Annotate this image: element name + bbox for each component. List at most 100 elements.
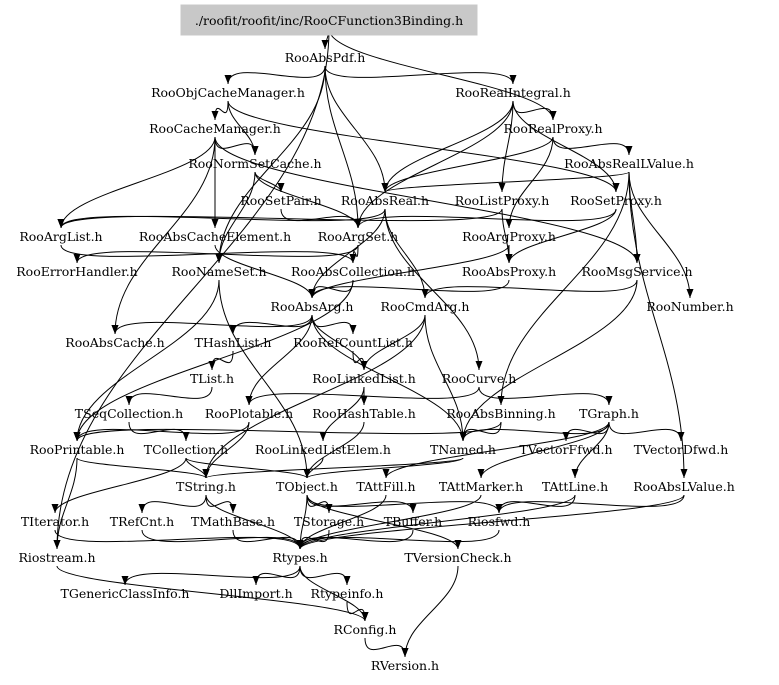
edge-roo-printable-to-riostream (56, 457, 78, 550)
edge-rconfig-to-rversion (364, 637, 406, 658)
edge-tcollection-to-titerator-arrowhead (51, 504, 59, 513)
node-roo-name-set[interactable]: RooNameSet.h (171, 264, 266, 279)
node-roo-error-handler[interactable]: RooErrorHandler.h (16, 264, 137, 279)
node-tseq-collection[interactable]: TSeqCollection.h (75, 406, 183, 421)
node-roo-msg-service[interactable]: RooMsgService.h (581, 264, 692, 279)
node-rtypes[interactable]: Rtypes.h (272, 550, 327, 565)
edge-roo-ref-count-list-to-roo-linked-list-arrowhead (360, 361, 368, 370)
root-node-label[interactable]: ./roofit/roofit/inc/RooCFunction3Binding… (195, 13, 463, 28)
node-rversion[interactable]: RVersion.h (371, 658, 439, 673)
edge-roo-cache-manager-to-roo-abs-cache-element-arrowhead (211, 219, 219, 228)
node-roo-curve[interactable]: RooCurve.h (442, 371, 517, 386)
edges (51, 28, 694, 658)
edge-roo-real-proxy-to-roo-arg-proxy-arrowhead (505, 219, 513, 228)
edge-root-to-roo-real-proxy (328, 28, 554, 121)
edge-roo-abs-pdf-to-roo-real-integral (324, 65, 514, 85)
node-roo-list-proxy[interactable]: RooListProxy.h (455, 193, 550, 208)
node-riosfwd[interactable]: Riosfwd.h (468, 514, 531, 529)
node-roo-set-proxy[interactable]: RooSetProxy.h (570, 193, 662, 208)
edge-tstring-to-tref-cnt (141, 494, 207, 514)
node-roo-cache-manager[interactable]: RooCacheManager.h (149, 121, 281, 136)
node-roo-obj-cache-manager[interactable]: RooObjCacheManager.h (151, 85, 305, 100)
edge-roo-linked-list-to-roo-linked-list-elem-arrowhead (319, 432, 327, 441)
edge-roo-abs-arg-to-roo-abs-cache-arrowhead (111, 325, 119, 334)
node-tbuffer[interactable]: TBuffer.h (384, 514, 442, 529)
edge-root-to-roo-abs-pdf-arrowhead (321, 40, 329, 49)
edge-roo-arg-set-to-roo-error-handler (76, 244, 359, 264)
edge-tcollection-to-tstring (185, 457, 207, 479)
node-tobject[interactable]: TObject.h (276, 479, 338, 494)
edge-tgraph-to-tatt-marker (480, 421, 610, 479)
node-riostream[interactable]: Riostream.h (18, 550, 95, 565)
edge-tobject-to-riosfwd (306, 494, 500, 514)
root-node-box (180, 4, 478, 36)
node-tref-cnt[interactable]: TRefCnt.h (110, 514, 174, 529)
node-roo-real-proxy[interactable]: RooRealProxy.h (503, 121, 602, 136)
node-roo-ref-count-list[interactable]: RooRefCountList.h (293, 335, 413, 350)
node-roo-arg-proxy[interactable]: RooArgProxy.h (462, 229, 556, 244)
node-roo-norm-set-cache[interactable]: RooNormSetCache.h (188, 156, 321, 171)
edge-roo-abs-real-to-roo-curve (384, 208, 480, 371)
edge-tcollection-to-tobject (185, 457, 308, 479)
edge-tgraph-to-tatt-marker-arrowhead (477, 469, 485, 478)
node-tgraph[interactable]: TGraph.h (579, 406, 639, 421)
node-tcollection[interactable]: TCollection.h (144, 442, 228, 457)
node-roo-printable[interactable]: RooPrintable.h (30, 442, 125, 457)
node-tatt-fill[interactable]: TAttFill.h (356, 479, 415, 494)
node-tmath-base[interactable]: TMathBase.h (191, 514, 275, 529)
edge-roo-cache-manager-to-roo-abs-cache (114, 136, 216, 335)
node-roo-abs-real-lvalue[interactable]: RooAbsRealLValue.h (564, 156, 694, 171)
edge-roo-plotable-to-roo-printable (76, 421, 250, 442)
edge-roo-norm-set-cache-to-roo-name-set-arrowhead (215, 254, 223, 263)
node-roo-abs-collection[interactable]: RooAbsCollection.h (291, 264, 415, 279)
node-rtypeinfo[interactable]: Rtypeinfo.h (311, 586, 384, 601)
edge-roo-name-set-to-tobject (218, 279, 308, 479)
node-tgeneric-class-info[interactable]: TGenericClassInfo.h (61, 586, 190, 601)
node-tatt-line[interactable]: TAttLine.h (542, 479, 608, 494)
node-roo-abs-pdf[interactable]: RooAbsPdf.h (285, 50, 366, 65)
node-tnamed[interactable]: TNamed.h (430, 442, 496, 457)
node-roo-linked-list-elem[interactable]: RooLinkedListElem.h (255, 442, 391, 457)
node-roo-real-integral[interactable]: RooRealIntegral.h (455, 85, 571, 100)
node-roo-arg-list[interactable]: RooArgList.h (19, 229, 102, 244)
edge-tnamed-to-tstring (205, 457, 464, 479)
node-roo-hash-table[interactable]: RooHashTable.h (312, 406, 416, 421)
node-tatt-marker[interactable]: TAttMarker.h (439, 479, 523, 494)
node-roo-arg-set[interactable]: RooArgSet.h (318, 229, 398, 244)
node-roo-abs-binning[interactable]: RooAbsBinning.h (446, 406, 555, 421)
edge-roo-cache-manager-to-roo-msg-service (214, 136, 638, 264)
node-tlist[interactable]: TList.h (190, 371, 234, 386)
edge-roo-obj-cache-manager-to-roo-cache-manager (214, 100, 229, 121)
node-roo-cmd-arg[interactable]: RooCmdArg.h (381, 299, 470, 314)
node-rconfig[interactable]: RConfig.h (334, 622, 397, 637)
node-titerator[interactable]: TIterator.h (21, 514, 89, 529)
edge-roo-abs-real-to-roo-abs-arg (311, 208, 386, 299)
node-roo-linked-list[interactable]: RooLinkedList.h (312, 371, 416, 386)
node-roo-abs-arg[interactable]: RooAbsArg.h (271, 299, 354, 314)
node-roo-abs-real[interactable]: RooAbsReal.h (341, 193, 429, 208)
node-thash-list[interactable]: THashList.h (195, 335, 272, 350)
edge-roo-abs-collection-to-roo-printable (76, 279, 354, 442)
node-tstring[interactable]: TString.h (176, 479, 236, 494)
node-dll-import[interactable]: DllImport.h (219, 586, 292, 601)
node-tvector-dfwd[interactable]: TVectorDfwd.h (634, 442, 729, 457)
edge-tnamed-to-tobject-arrowhead (303, 469, 311, 478)
edge-tgraph-to-tatt-line-arrowhead (571, 469, 579, 478)
edge-roo-real-integral-to-roo-set-proxy-arrowhead (612, 183, 620, 192)
edge-roo-obj-cache-manager-to-roo-set-proxy (227, 100, 617, 193)
node-roo-abs-proxy[interactable]: RooAbsProxy.h (462, 264, 556, 279)
node-tvector-ffwd[interactable]: TVectorFfwd.h (519, 442, 612, 457)
node-tversion-check[interactable]: TVersionCheck.h (404, 550, 511, 565)
node-roo-number[interactable]: RooNumber.h (646, 299, 733, 314)
edge-roo-norm-set-cache-to-roo-set-pair-arrowhead (277, 183, 285, 192)
node-roo-abs-cache[interactable]: RooAbsCache.h (65, 335, 164, 350)
node-roo-plotable[interactable]: RooPlotable.h (205, 406, 293, 421)
edge-rtypes-to-dll-import-arrowhead (252, 576, 260, 585)
node-roo-set-pair[interactable]: RooSetPair.h (240, 193, 321, 208)
edge-tobject-to-tbuffer (306, 494, 414, 514)
edge-roo-abs-pdf-to-roo-real-integral-arrowhead (509, 75, 517, 84)
node-roo-abs-lvalue[interactable]: RooAbsLValue.h (633, 479, 735, 494)
node-roo-abs-cache-element[interactable]: RooAbsCacheElement.h (139, 229, 291, 244)
node-tstorage[interactable]: TStorage.h (294, 514, 364, 529)
